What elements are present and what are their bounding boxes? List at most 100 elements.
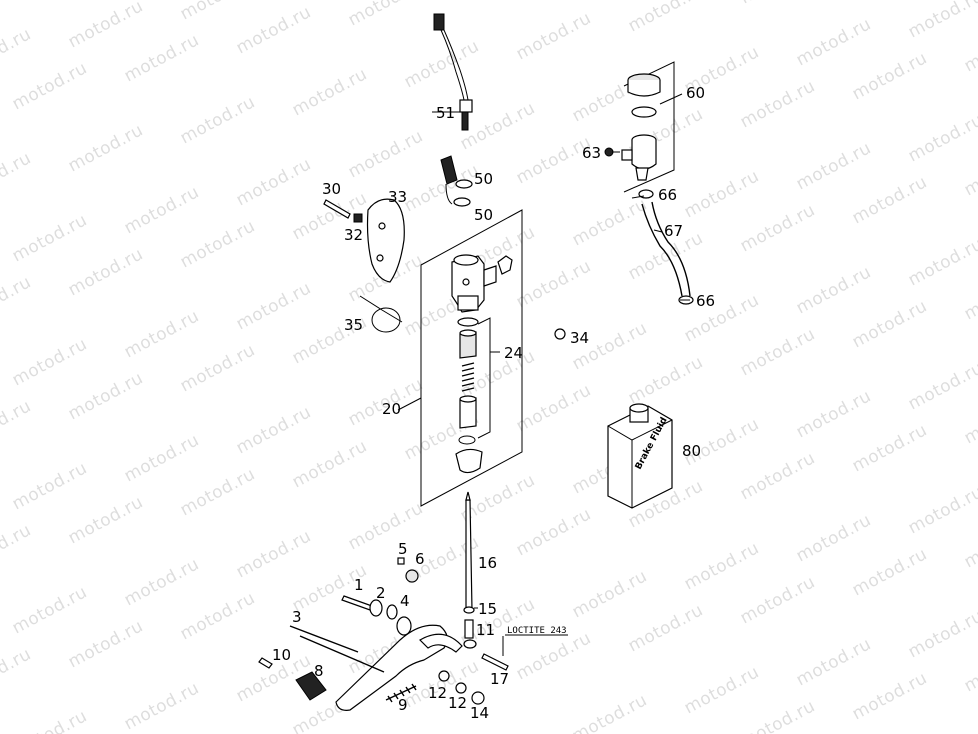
label-63: 63 (582, 144, 601, 162)
label-3: 3 (292, 608, 302, 626)
watermark-text: motod.ru (569, 690, 651, 734)
watermark-text: motod.ru (345, 126, 427, 182)
label-33: 33 (388, 188, 407, 206)
pedal-leader-1 (289, 625, 359, 653)
label-9: 9 (398, 696, 408, 714)
watermark-text: motod.ru (737, 200, 819, 256)
label-11: 11 (476, 621, 495, 639)
watermark-text: motod.ru (513, 256, 595, 312)
watermark-text: motod.ru (0, 520, 35, 576)
screw-30 (323, 199, 351, 219)
label-51: 51 (436, 104, 455, 122)
watermark-text: motod.ru (905, 0, 978, 42)
label-2: 2 (376, 584, 386, 602)
watermark-text: motod.ru (345, 498, 427, 554)
bolt-17 (481, 653, 509, 671)
label-30: 30 (322, 180, 341, 198)
watermark-text: motod.ru (233, 154, 315, 210)
watermark-text: motod.ru (65, 492, 147, 548)
watermark-text: motod.ru (793, 262, 875, 318)
master-cylinder-group-frame (420, 209, 523, 507)
watermark-text: motod.ru (905, 606, 978, 662)
watermark-text: motod.ru (401, 160, 483, 216)
pedal-tip-rubber (295, 671, 327, 701)
watermark-text: motod.ru (0, 148, 35, 204)
washer-2 (369, 599, 383, 617)
part-labels: 51 50 50 30 33 32 35 24 20 34 60 63 66 6… (272, 84, 715, 722)
watermark-text: motod.ru (177, 92, 259, 148)
watermark-text: motod.ru (961, 640, 978, 696)
watermark-text: motod.ru (65, 120, 147, 176)
watermark-text: motod.ru (177, 0, 259, 24)
loctite-label: LOCTITE 243 (507, 626, 567, 636)
watermark-text: motod.ru (961, 516, 978, 572)
watermark-text: motod.ru (793, 634, 875, 690)
watermark-text: motod.ru (569, 566, 651, 622)
watermark-text: motod.ru (849, 544, 931, 600)
watermark-text: motod.ru (681, 166, 763, 222)
watermark-text: motod.ru (737, 0, 819, 8)
watermark-text: motod.ru (9, 582, 91, 638)
label-66b: 66 (696, 292, 715, 310)
watermark-text: motod.ru (121, 678, 203, 734)
watermark-text: motod.ru (9, 458, 91, 514)
pedal-return-spring (385, 683, 417, 703)
brake-pedal (335, 616, 463, 711)
watermark-text: motod.ru (121, 430, 203, 486)
watermark-text: motod.ru (737, 696, 819, 734)
label-16: 16 (478, 554, 497, 572)
dust-boot (455, 448, 483, 474)
watermark-text: motod.ru (65, 368, 147, 424)
pin-11 (464, 619, 474, 639)
label-60: 60 (686, 84, 705, 102)
watermark-text: motod.ru (793, 14, 875, 70)
watermark-text: motod.ru (681, 538, 763, 594)
watermark-text: motod.ru (0, 24, 35, 80)
watermark-text: motod.ru (177, 588, 259, 644)
bushing-6 (405, 569, 419, 583)
pedal-leader-2 (299, 635, 385, 673)
nut-14 (471, 691, 485, 705)
watermark-text: motod.ru (569, 194, 651, 250)
watermark-text: motod.ru (793, 510, 875, 566)
piston-top (459, 395, 477, 403)
watermark-text: motod.ru (9, 706, 91, 734)
watermark-text: motod.ru (961, 20, 978, 76)
watermark-text: motod.ru (9, 58, 91, 114)
label-14: 14 (470, 704, 489, 722)
brake-light-switch (433, 13, 473, 131)
watermark-text: motod.ru (737, 448, 819, 504)
watermark-text: motod.ru (65, 0, 147, 52)
label-32: 32 (344, 226, 363, 244)
nut-15 (463, 606, 475, 614)
watermark-text: motod.ru (233, 2, 315, 58)
reservoir-hose (641, 203, 683, 297)
label-50b: 50 (474, 206, 493, 224)
watermark-text: motod.ru (121, 306, 203, 362)
watermark-text: motod.ru (625, 0, 707, 36)
watermark-text: motod.ru (905, 358, 978, 414)
watermark-text: motod.ru (961, 392, 978, 448)
watermark-text: motod.ru (905, 234, 978, 290)
watermark-text: motod.ru (625, 600, 707, 656)
watermark-text: motod.ru (177, 216, 259, 272)
watermark-text: motod.ru (9, 334, 91, 390)
watermark-text: motod.ru (177, 464, 259, 520)
watermark-text: motod.ru (849, 296, 931, 352)
screw-5 (397, 557, 405, 565)
watermark-text: motod.ru (905, 110, 978, 166)
watermark-text: motod.ru (513, 628, 595, 684)
reservoir-hose-edge (651, 201, 691, 297)
watermark-text: motod.ru (233, 402, 315, 458)
watermark-text: motod.ru (65, 616, 147, 672)
leader-lines (432, 93, 690, 609)
label-15: 15 (478, 600, 497, 618)
watermark-text: motod.ru (0, 272, 35, 328)
watermark-text: motod.ru (737, 76, 819, 132)
watermark-text: motod.ru (289, 64, 371, 120)
watermark-text: motod.ru (513, 504, 595, 560)
label-80: 80 (682, 442, 701, 460)
screw-63 (604, 147, 614, 157)
watermark-text: motod.ru (233, 526, 315, 582)
